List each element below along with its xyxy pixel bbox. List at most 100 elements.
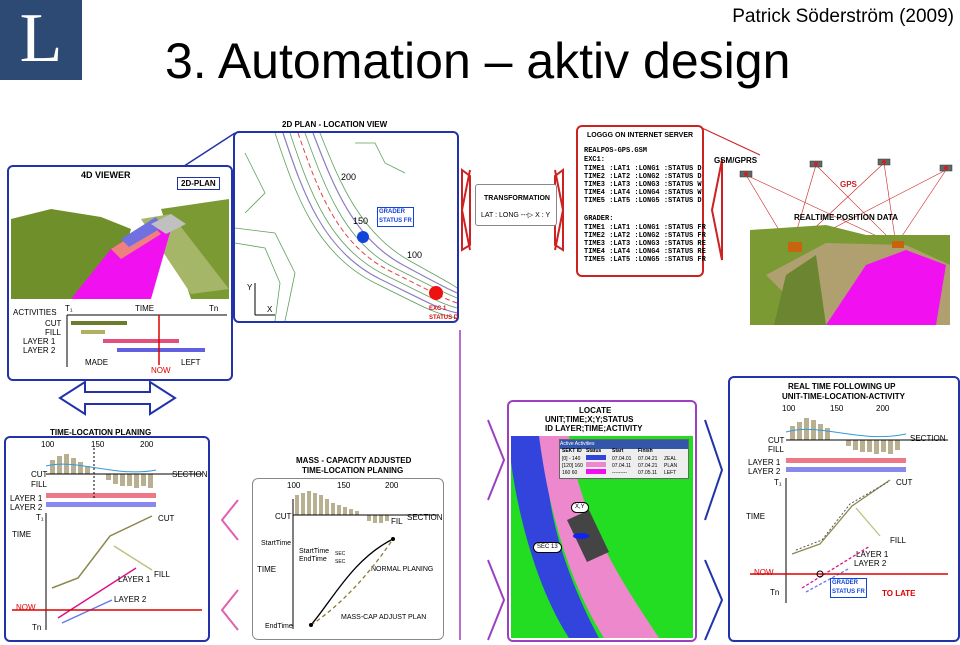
mass-normal: NORMAL PLANING — [371, 566, 434, 573]
tlp-title: TIME-LOCATION PLANING — [50, 428, 152, 437]
tlp-line-layer2: LAYER 2 — [114, 595, 147, 604]
follow-title-1: REAL TIME FOLLOWING UP — [788, 382, 896, 391]
gsm-label: GSM/GPRS — [714, 156, 758, 165]
locate-terrain — [511, 436, 693, 638]
grader-marker — [357, 231, 369, 243]
tlp-line-fill: FILL — [154, 570, 171, 579]
server-line-12: TIME4 :LAT4 :LONG4 :STATUS RE — [584, 248, 706, 256]
follow-layer2: LAYER 2 — [748, 467, 781, 476]
server-line-5: TIME4 :LAT4 :LONG4 :STATUS W — [584, 189, 702, 197]
server-line-1: EXC1: — [584, 156, 606, 164]
mass-station-150: 150 — [337, 481, 351, 490]
server-line-8: GRADER: — [584, 215, 614, 223]
tlp-layer1: LAYER 1 — [10, 494, 43, 503]
follow-layer1: LAYER 1 — [748, 458, 781, 467]
plan-2d-tag[interactable]: 2D-PLAN — [177, 177, 220, 190]
server-line-3: TIME2 :LAT2 :LONG2 :STATUS D — [584, 173, 702, 181]
row-2-id: 160 60 — [562, 470, 578, 476]
locate-panel: LOCATE UNIT;TIME;X;Y;STATUS ID LAYER;TIM… — [507, 400, 697, 642]
transformation-box: TRANSFORMATION LAT : LONG ---▷ X : Y — [475, 184, 557, 226]
plan-2d-panel: 200 150 100 GRADER STATUS FR EXC 1 STATU… — [233, 131, 459, 323]
tlp-now: NOW — [16, 603, 36, 612]
follow-grader-status: GRADER STATUS FR — [830, 578, 867, 598]
follow-line-layer2: LAYER 2 — [854, 559, 887, 568]
grader-icon — [892, 241, 904, 248]
mass-endtime-sec: EndTime — [299, 556, 327, 563]
mass-adjust: MASS-CAP ADJUST PLAN — [341, 614, 427, 621]
mass-endtime: EndTime — [265, 623, 293, 630]
logo-letter: L — [19, 0, 63, 77]
row-1-finish: 07.04.21 — [638, 463, 658, 469]
server-line-6: TIME5 :LAT5 :LONG5 :STATUS D — [584, 197, 702, 205]
tlp-station-100: 100 — [41, 440, 55, 449]
plan-2d-title: 2D PLAN - LOCATION VIEW — [282, 120, 388, 129]
follow-station-100: 100 — [782, 404, 796, 413]
gps-label: GPS — [840, 180, 857, 189]
station-150: 150 — [353, 216, 369, 226]
left-label: LEFT — [181, 358, 201, 367]
mass-title-2: TIME-LOCATION PLANING — [302, 466, 404, 475]
follow-panel: REAL TIME FOLLOWING UP UNIT-TIME-LOCATIO… — [728, 376, 960, 642]
page-title: 3. Automation – aktiv design — [165, 33, 791, 89]
follow-title-2: UNIT-TIME-LOCATION-ACTIVITY — [782, 392, 905, 401]
station-100: 100 — [407, 250, 423, 260]
follow-station-200: 200 — [876, 404, 890, 413]
tlp-panel: 100 150 200 SECTION CUT FILL LAYER 1 LAY… — [4, 436, 210, 642]
mass-sec-1: SEC — [335, 551, 346, 557]
tlp-cut: CUT — [31, 470, 48, 479]
realtime-label: REALTIME POSITION DATA — [794, 213, 898, 222]
server-line-9: TIME1 :LAT1 :LONG1 :STATUS FR — [584, 224, 706, 232]
gantt-bars — [66, 314, 227, 367]
tn-label: Tn — [209, 304, 219, 313]
mass-station-100: 100 — [287, 481, 301, 490]
mass-panel: 100 150 200 CUT SECTION FIL StartTime TI… — [252, 478, 444, 640]
viewer-4d-title: 4D VIEWER — [81, 170, 131, 180]
row-0-id: [0] - 140 — [562, 456, 581, 462]
satellite-icon — [739, 158, 953, 178]
table-title: Active Activities — [560, 440, 688, 449]
follow-section: SECTION — [910, 434, 946, 443]
axis-y: Y — [247, 283, 253, 292]
mass-fill: FIL — [391, 517, 403, 526]
server-line-10: TIME2 :LAT2 :LONG2 :STATUS FR — [584, 232, 706, 240]
locate-xy-tag: X,Y — [571, 502, 589, 513]
viewer-4d-panel: 4D VIEWER 2D-PLAN ACTIVITIES T₁ TIME Tn … — [7, 165, 233, 381]
exc-status: EXC 1 STATUS D — [429, 306, 459, 321]
follow-line-cut: CUT — [896, 478, 913, 487]
activities-table: Active Activities SEKT ID Status Start F… — [559, 439, 689, 479]
terrain-3d-view — [11, 199, 229, 299]
tlp-chart — [12, 448, 202, 630]
activities-label: ACTIVITIES — [13, 308, 57, 317]
follow-t1: T₁ — [774, 478, 782, 487]
mass-starttime: StartTime — [261, 540, 292, 547]
locate-title-1: LOCATE — [579, 406, 612, 415]
row-1-id: [120] 160 — [562, 463, 583, 469]
row-2-state: LEFT — [664, 470, 677, 476]
mass-starttime-sec: StartTime — [299, 548, 330, 555]
table-header-finish: Finish — [638, 448, 653, 454]
row-0-finish: 07.04.21 — [638, 456, 658, 462]
row-0-start: 07.04.01 — [612, 456, 632, 462]
axis-x: X — [267, 305, 273, 314]
follow-line-layer1: LAYER 1 — [856, 550, 889, 559]
mass-section: SECTION — [407, 513, 443, 522]
time-label: TIME — [135, 304, 155, 313]
locate-sec-tag: SEC 13 — [533, 542, 562, 553]
row-layer2: LAYER 2 — [23, 346, 56, 355]
transformation-formula: LAT : LONG ---▷ X : Y — [481, 212, 551, 219]
plan-2d-map — [234, 132, 458, 322]
row-cut: CUT — [45, 319, 62, 328]
follow-time: TIME — [746, 512, 766, 521]
made-label: MADE — [85, 358, 109, 367]
double-arrow-icon — [58, 380, 177, 416]
mass-title-1: MASS - CAPACITY ADJUSTED — [296, 456, 412, 465]
university-logo: L — [0, 0, 82, 80]
row-fill: FILL — [45, 328, 62, 337]
tlp-tn: Tn — [32, 623, 42, 632]
mass-sec-2: SEC — [335, 559, 346, 565]
now-label: NOW — [151, 366, 171, 375]
gps-satellite-view — [739, 158, 953, 325]
tlp-station-150: 150 — [91, 440, 105, 449]
row-layer1: LAYER 1 — [23, 337, 56, 346]
table-header-status: Status — [586, 448, 602, 454]
